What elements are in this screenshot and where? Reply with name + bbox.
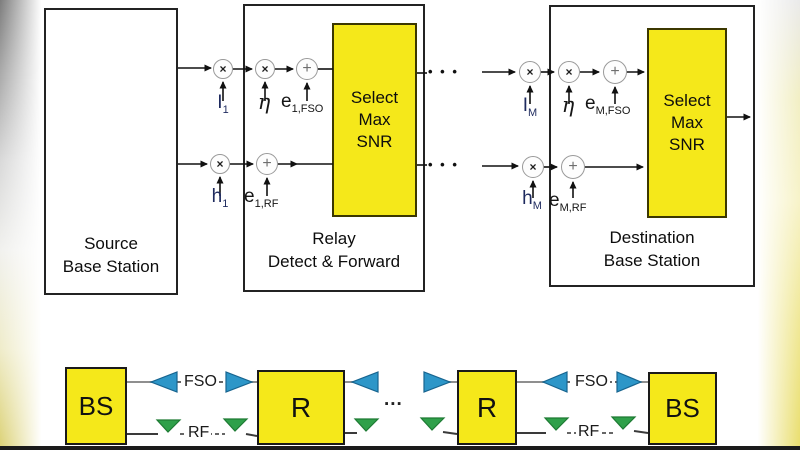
fso-link-label-1: FSO [182,373,219,391]
select-max-snr-box-relay: Select Max SNR [332,23,417,217]
fso-gain-label-1: I1 [217,92,229,116]
source-base-station-box: Source Base Station [44,8,178,295]
fso-cone-into-r1 [225,371,254,393]
multiplier-node-h1: × [210,154,230,174]
plus-icon: + [302,60,312,77]
relay-box-1: R [257,370,345,445]
fso-noise-label-1: e1,FSO [281,91,324,115]
fso-gain-label-M: IM [522,95,538,119]
bs-box-left: BS [65,367,127,445]
rf-gain-label-M: hM [522,188,542,212]
rf-gain-label-1: h1 [211,186,229,210]
multiply-icon: × [261,62,269,76]
bs-right-label: BS [665,393,700,423]
right-blur-edge [756,0,800,447]
multiplier-node-l1: × [213,59,233,79]
fso-cone-into-bs2 [616,371,643,393]
eta-label-1: η [257,90,271,114]
multiply-icon: × [216,157,224,171]
multiplier-node-hM: × [522,156,544,178]
multiplier-node-etaM: × [558,61,580,83]
source-box-label: Source Base Station [46,233,176,279]
relay-label-line2: Detect & Forward [267,252,401,272]
multiply-icon: × [526,65,534,79]
plus-icon: + [568,158,578,175]
destination-label-line1: Destination [609,228,695,248]
rf-antenna-near-bs2 [610,416,637,430]
relay-box: Relay Detect & Forward [243,4,425,292]
fso-link-label-2: FSO [573,373,610,391]
rf-antenna-near-bs1 [155,419,182,433]
select-line3: SNR [356,132,393,152]
select-line1: Select [663,90,711,110]
source-label-line1: Source [84,234,138,254]
fso-cone-right-of-r2 [541,371,568,393]
rf-link-label-2: RF [576,423,602,441]
select-line2: Max [358,109,391,129]
rf-link-label-1: RF [186,424,212,442]
multiply-icon: × [219,62,227,76]
destination-box-label: Destination Base Station [551,227,753,273]
ellipsis-rf-path: • • • [428,157,459,172]
relay-box-label: Relay Detect & Forward [245,228,423,274]
multiplier-node-eta1: × [255,59,275,79]
rf-noise-label-M: eM,RF [549,190,587,214]
adder-node-eMrf: + [561,155,585,179]
destination-label-line2: Base Station [603,251,701,271]
relay-2-label: R [476,391,498,423]
multiplier-node-lM: × [519,61,541,83]
rf-antenna-near-r2-left [419,417,446,431]
destination-base-station-box: Destination Base Station [549,5,755,287]
select-line3: SNR [669,135,705,155]
relay-1-label: R [290,391,312,423]
rf-antenna-near-r1-left [222,418,249,432]
select-max-snr-box-destination: Select Max SNR [647,28,727,218]
multiply-icon: × [529,160,537,174]
multiply-icon: × [565,65,573,79]
fso-cone-left-of-r2 [423,371,452,393]
source-label-line2: Base Station [62,257,160,277]
fso-noise-label-M: eM,FSO [585,93,631,117]
adder-node-e1fso: + [296,58,318,80]
left-blur-edge [0,0,44,447]
bs-left-label: BS [78,390,114,421]
bs-box-right: BS [648,372,717,445]
select-line1: Select [350,87,399,107]
rf-antenna-icons [155,416,637,433]
rf-noise-label-1: e1,RF [244,186,279,210]
fso-cone-left-of-bs1 [149,371,178,393]
fso-cone-right-of-r1 [350,371,379,393]
rf-antenna-near-r1-right [353,418,380,432]
bottom-dark-strip [0,446,800,450]
select-line2: Max [670,112,704,132]
relay-label-line1: Relay [312,229,356,249]
rf-antenna-near-r2-right [543,417,570,431]
plus-icon: + [610,63,620,80]
adder-node-e1rf: + [256,153,278,175]
plus-icon: + [262,155,272,172]
adder-node-eMfso: + [603,60,627,84]
relay-box-2: R [457,370,517,445]
eta-label-M: η [561,93,575,117]
ellipsis-fso-path: • • • [428,64,459,79]
